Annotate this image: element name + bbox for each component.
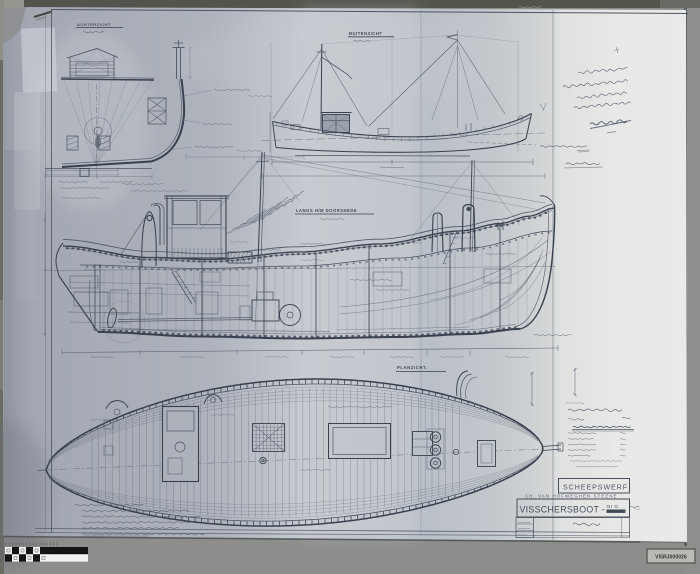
svg-text:VISSCHERSBOOT -: VISSCHERSBOOT - xyxy=(520,505,605,515)
svg-text:PLANZICHT.: PLANZICHT. xyxy=(397,365,427,370)
svg-text:ACHTERZICHT: ACHTERZICHT xyxy=(77,22,111,27)
svg-text:VI5RJ000026: VI5RJ000026 xyxy=(655,555,687,561)
svg-text:SCHEEPSWERF: SCHEEPSWERF xyxy=(563,485,628,492)
svg-text:LANGS H/M DOORSNEDE: LANGS H/M DOORSNEDE xyxy=(296,208,357,213)
svg-text:CH. VAN HOFWEGHEN STEENE: CH. VAN HOFWEGHEN STEENE xyxy=(525,494,618,499)
svg-text:Nr O.: Nr O. xyxy=(607,504,620,509)
svg-text:BUITENZICHT: BUITENZICHT xyxy=(349,31,382,36)
